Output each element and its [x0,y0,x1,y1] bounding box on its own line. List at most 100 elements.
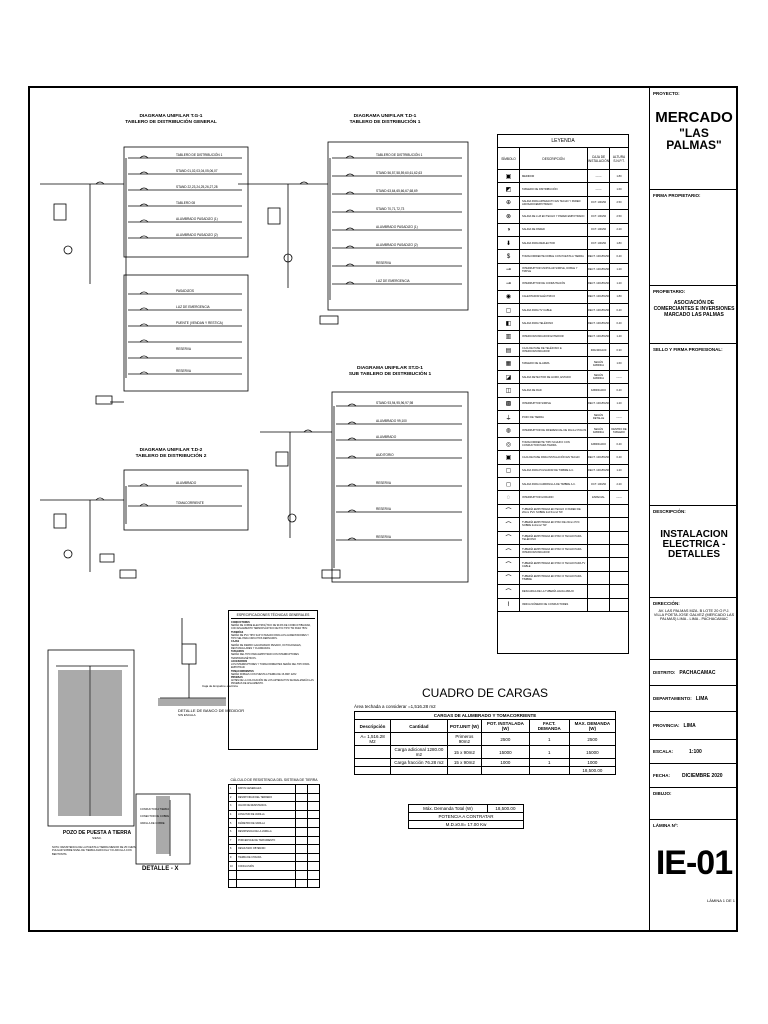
legend-col-symbol: SÍMBOLO [498,148,520,169]
legend-box: RECT. 100x55x50 [588,277,610,290]
legend-description: TUBERÍA EMPOTRADA EN PISO DE 20mm PVC SO… [520,518,588,531]
resistance-cell [295,852,308,863]
legend-height: 0.40 [616,255,622,259]
legend-description: INTERCOMUNICADOR EXTERIOR [520,330,588,344]
legend-box [588,531,610,544]
legend-description: INTERRUPTOR HORARIO [520,491,588,504]
date-value: DICIEMBRE 2020 [682,772,723,779]
legend-box [588,571,610,585]
legend-row: ◎TOMACORRIENTE TIPO SCHUKO CON CONDUCTOR… [498,437,628,452]
ground-note: NOTA: RESISTENCIA DE LA PUESTA A TIERRA … [52,846,137,856]
resistance-cell: 5 [228,818,237,828]
legend-row: ⌒TUBERÍA EMPOTRADA EN PISO O TECHO PARA … [498,571,628,586]
legend-height: 2.50 [616,201,622,205]
description-label: DESCRIPCIÓN: [653,509,686,514]
spec-heading: TABLEROS [231,650,244,654]
legend-height [610,572,628,584]
resistance-cell: DIÁMETRO DE VARILLA [236,818,296,828]
legend-description: TUBERÍA EMPOTRADA EN PISO O TECHO PARA T… [520,531,588,544]
address-value: AV. LAS PALMAS MZA. B LOTE 20 O P.J. VIL… [653,609,735,621]
legend-height: 1.60 [616,362,622,366]
district-cell: DISTRITO: PACHACAMAC [650,660,738,686]
legend-row: ⌒TUBERÍA EMPOTRADA EN PISO O TECHO PARA … [498,558,628,572]
legend-symbol-icon: ◌ [498,491,520,504]
department-label: DEPARTAMENTO: [653,696,692,701]
td1-circuit-label: STAND 63,64,65,66,67,68,69 [376,189,418,193]
legend-box: ------- [588,170,610,183]
legend-box [588,544,610,558]
resistance-cell: 1 [228,784,237,794]
legend-description: TUBERÍA EMPOTRADA EN PISO O TECHO PARA T… [520,571,588,585]
ground-well-caption: POZO DE PUESTA A TIERRA S/ESC. [52,830,142,840]
legend-row: ⊗SALIDA DE LUZ EN TECHO Y PARED EMPOTRAD… [498,210,628,224]
legend-box: RECT. 100x55x50 [588,263,610,277]
resistance-cell [228,878,237,889]
std1-circuit-label: STAND 93,94,95,96,97,98 [376,401,413,405]
meter-sub: SIN ESCALA [178,713,196,717]
resistance-cell [307,826,320,837]
scale-value: 1:100 [689,748,702,755]
resistance-cell [295,818,308,828]
legend-box: RECT. 100x55x50 [588,290,610,303]
detail-x-caption: DETALLE - X [142,866,179,872]
legend-symbol-icon: ▢ [498,464,520,477]
legend-height: 1.40 [616,335,622,339]
legend-row: ⌒TUBERÍA EMPOTRADA EN PISO O TECHO PARA … [498,531,628,545]
std1-circuit-label: ALUMBRADO [376,435,397,439]
legend-height: ------- [615,415,623,419]
legend-description: TUBERÍA EMPOTRADA EN PISO O TECHO PARA T… [520,558,588,571]
province-cell: PROVINCIA: LIMA [650,712,738,740]
legend-height: 1.80 [616,174,622,178]
legend-description: CALENTADOR ELÉCTRICO [520,290,588,303]
legend-height: 0.40 [616,455,622,459]
legend-row: ▢SALIDA PARA PULSADOR DE TIMBRE A.C.RECT… [498,464,628,478]
load-table-header: Descripción [353,719,392,733]
legend-description: SALIDA DE RAD [520,384,588,397]
legend-symbol-icon: ◻ [498,477,520,491]
td1-circuit-label: STAND 70,71,72,73 [376,207,405,211]
td1-circuit-label: LUZ DE EMERGENCIA [376,279,411,283]
resistance-title: CÁLCULO DE RESISTENCIA DEL SISTEMA DE TI… [230,778,318,782]
legend-description: TABLERO DE ALARMA [520,357,588,370]
legend-box [588,598,610,611]
detail-x-items: CONDUCTOR A TIERRA CONECTOR DE COBRE VAR… [140,806,169,827]
legend-box: RECT. 100x55x50 [588,250,610,263]
resistance-cell: DATOS GENERALES [236,784,296,794]
owner-value: ASOCIACIÓN DE COMERCIANTES E INVERSIONES… [653,300,735,318]
specs-body: CONDUCTORES SERÁN DE COBRE ELECTROLÍTICO… [231,621,315,686]
tg1-circuit-label: ALUMBRADO PASADIZO (1) [176,217,218,221]
legend-height: DENTRO DE TABLERO [611,427,627,434]
legend-description: SALIDA DE LUZ EN TECHO Y PARED EMPOTRADO [520,210,588,223]
resistance-cell [295,826,308,837]
department-value: LIMA [695,695,708,702]
legend-col-desc: DESCRIPCIÓN [520,148,588,169]
legend-box: RECT. 100x55x50 [588,330,610,344]
address-cell: DIRECCIÓN: AV. LAS PALMAS MZA. B LOTE 20… [650,598,738,660]
sheet-code: IE-01 [655,844,733,882]
resistance-cell [295,809,308,820]
legend-description: SALIDA DETECTOR DE HUMO, ESTADO [520,370,588,384]
legend-table: LEYENDA SÍMBOLO DESCRIPCIÓN CAJA DE INST… [497,134,629,654]
drawn-label: DIBUJO: [653,791,672,796]
legend-symbol-icon: ◩ [498,183,520,196]
legend-symbol-icon: ⌒ [498,558,520,571]
legend-description: SALIDA DE PARED [520,223,588,236]
legend-symbol-icon: ⬇ [498,236,520,250]
spec-heading: CAJAS [231,640,240,644]
resistance-cell [307,818,320,828]
legend-description: TABLERO DE DISTRIBUCIÓN [520,183,588,196]
legend-box: FABRICADO [588,384,610,397]
legend-box: RECT. 100x55x50 [588,451,610,464]
spec-text: ANTES DE LA COLOCACIÓN DE LOS ARTEFACTOS… [231,679,314,686]
legend-height [610,518,628,530]
load-table: CARGAS DE ALUMBRADO Y TOMACORRIENTE Desc… [353,711,617,775]
